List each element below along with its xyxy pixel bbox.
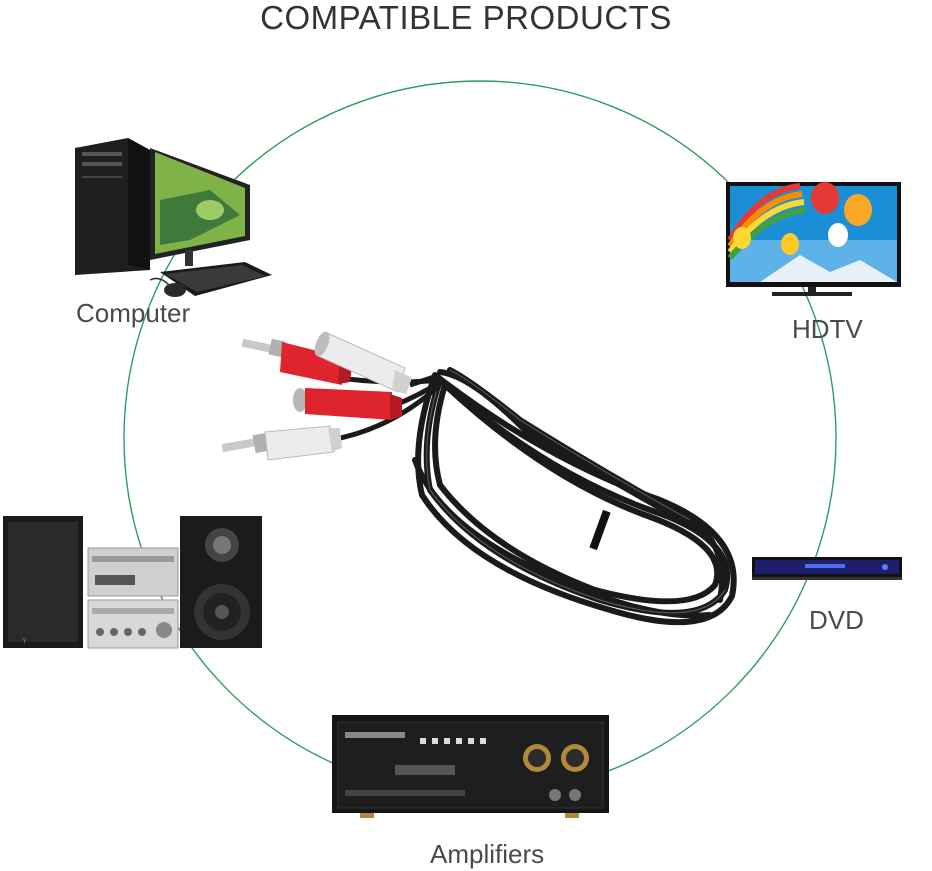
computer-icon <box>75 138 272 297</box>
svg-text:Y: Y <box>22 638 27 645</box>
stereo-speakers-icon: Y <box>3 516 262 649</box>
hdtv-icon <box>726 182 901 296</box>
amplifier-icon <box>332 715 609 818</box>
label-computer: Computer <box>76 298 191 328</box>
dvd-player-icon <box>752 557 902 580</box>
label-amplifiers: Amplifiers <box>430 839 545 869</box>
rca-cable-icon <box>221 331 737 626</box>
label-hdtv: HDTV <box>792 314 863 344</box>
page-title: COMPATIBLE PRODUCTS <box>260 0 672 36</box>
label-dvd: DVD <box>809 605 864 635</box>
